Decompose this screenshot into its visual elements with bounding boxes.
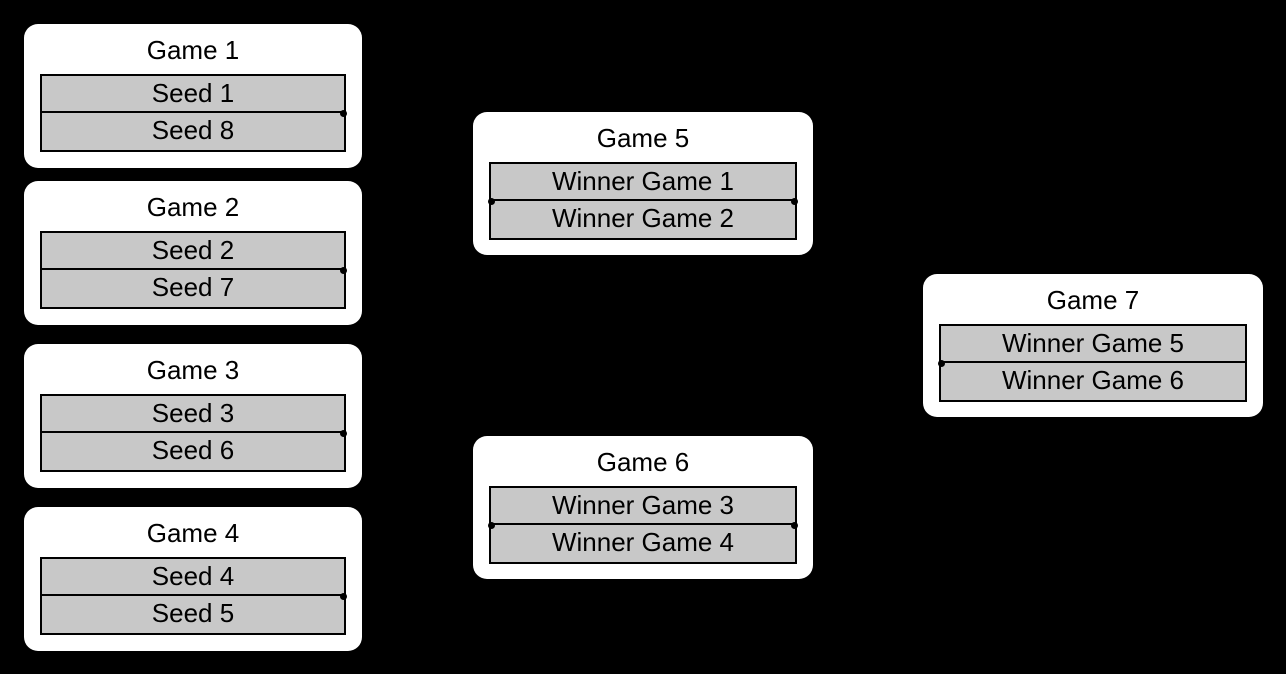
game-slot-row[interactable]: Winner Game 1 bbox=[491, 164, 795, 201]
game-title: Game 2 bbox=[146, 192, 240, 222]
connector-dot-left-icon bbox=[488, 197, 495, 205]
connector-dot-right-icon bbox=[340, 592, 347, 600]
game-title: Game 3 bbox=[146, 355, 240, 385]
game-slot-row[interactable]: Seed 7 bbox=[42, 270, 344, 307]
connector-dot-right-icon bbox=[791, 197, 798, 205]
game-title: Game 4 bbox=[146, 518, 240, 548]
connector-dot-right-icon bbox=[340, 109, 347, 117]
game-slot-row[interactable]: Seed 8 bbox=[42, 113, 344, 150]
game-title: Game 5 bbox=[596, 123, 690, 153]
game-title: Game 1 bbox=[146, 35, 240, 65]
game-slot-row[interactable]: Seed 5 bbox=[42, 596, 344, 633]
game-slot-row[interactable]: Winner Game 2 bbox=[491, 201, 795, 238]
connector-dot-right-icon bbox=[791, 521, 798, 529]
game-slot-row[interactable]: Winner Game 3 bbox=[491, 488, 795, 525]
game-slot-row[interactable]: Seed 4 bbox=[42, 559, 344, 596]
game-slot-row[interactable]: Seed 2 bbox=[42, 233, 344, 270]
game-slot-row[interactable]: Winner Game 4 bbox=[491, 525, 795, 562]
game-title: Game 6 bbox=[596, 447, 690, 477]
game-slot-row[interactable]: Seed 6 bbox=[42, 433, 344, 470]
game-slot-row[interactable]: Winner Game 5 bbox=[941, 326, 1245, 363]
game-slot-row[interactable]: Seed 1 bbox=[42, 76, 344, 113]
game-slot-row[interactable]: Winner Game 6 bbox=[941, 363, 1245, 400]
connector-dot-right-icon bbox=[340, 266, 347, 274]
connector-dot-left-icon bbox=[938, 359, 945, 367]
connector-dot-left-icon bbox=[488, 521, 495, 529]
connector-dot-right-icon bbox=[340, 429, 347, 437]
game-slot-row[interactable]: Seed 3 bbox=[42, 396, 344, 433]
game-title: Game 7 bbox=[1046, 285, 1140, 315]
